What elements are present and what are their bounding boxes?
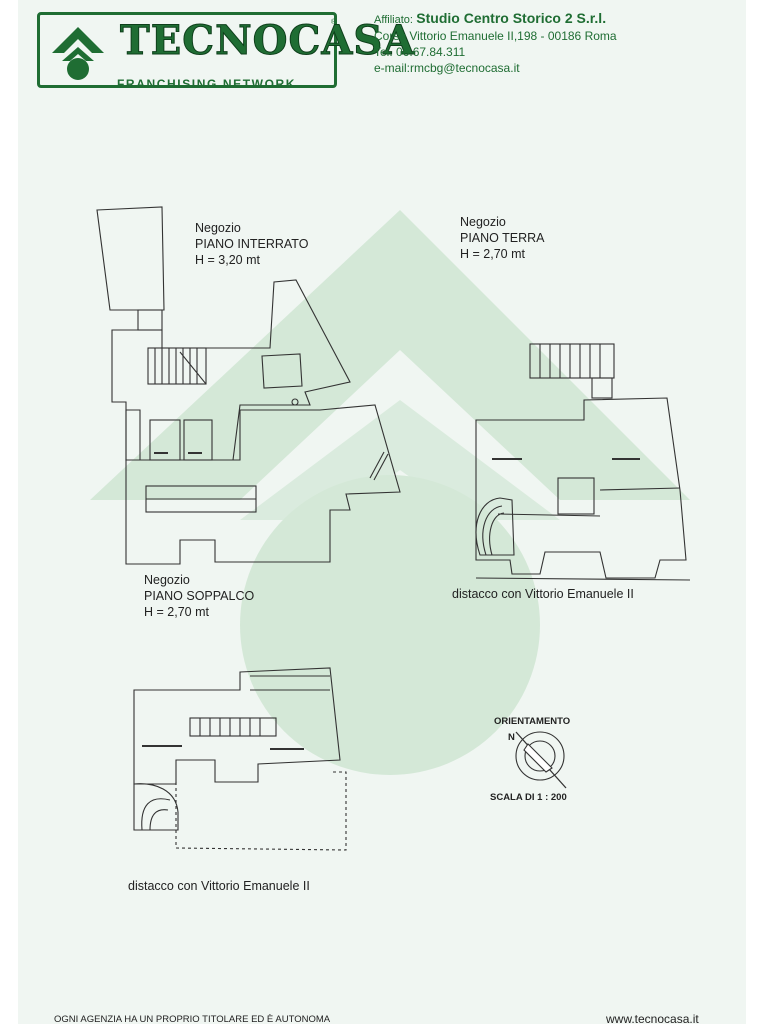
- terra-label: Negozio PIANO TERRA H = 2,70 mt: [460, 214, 545, 262]
- soppalco-label: Negozio PIANO SOPPALCO H = 2,70 mt: [144, 572, 254, 620]
- affiliate-phone: Tel. 06.67.84.311: [374, 45, 466, 59]
- terra-level: PIANO TERRA: [460, 231, 545, 245]
- house-logo-icon: [52, 27, 104, 80]
- interrato-level: PIANO INTERRATO: [195, 237, 309, 251]
- scale-label: SCALA DI 1 : 200: [490, 792, 567, 803]
- compass-icon: [515, 731, 567, 789]
- interrato-type: Negozio: [195, 221, 241, 235]
- logo-text: TECNOCASA: [119, 17, 416, 65]
- affiliate-label: Affiliato:: [374, 14, 413, 26]
- terra-height: H = 2,70 mt: [460, 247, 525, 261]
- room-annotations: [142, 452, 640, 750]
- soppalco-level: PIANO SOPPALCO: [144, 589, 255, 603]
- orientation-label: ORIENTAMENTO: [494, 716, 571, 727]
- affiliate-info: Affiliato: Studio Centro Storico 2 S.r.l…: [374, 10, 617, 76]
- plan-soppalco: [133, 667, 347, 851]
- footer-disclaimer: OGNI AGENZIA HA UN PROPRIO TITOLARE ED È…: [54, 1014, 331, 1024]
- soppalco-type: Negozio: [144, 573, 190, 587]
- affiliate-name: Studio Centro Storico 2 S.r.l.: [416, 10, 607, 26]
- footer-website: www.tecnocasa.it: [606, 1012, 699, 1024]
- plan-interrato: [96, 206, 401, 565]
- interrato-height: H = 3,20 mt: [195, 253, 260, 267]
- terra-type: Negozio: [460, 215, 506, 229]
- soppalco-street-note: distacco con Vittorio Emanuele II: [128, 879, 310, 893]
- interrato-label: Negozio PIANO INTERRATO H = 3,20 mt: [195, 220, 308, 268]
- tecnocasa-logo: TECNOCASA ®: [37, 12, 415, 88]
- north-label: N: [508, 732, 515, 743]
- plan-terra: [475, 343, 691, 581]
- affiliate-address: Corso Vittorio Emanuele II,198 - 00186 R…: [374, 29, 617, 43]
- affiliate-email: e-mail:rmcbg@tecnocasa.it: [374, 61, 520, 75]
- terra-street-note: distacco con Vittorio Emanuele II: [452, 587, 634, 601]
- registered-mark: ®: [331, 19, 337, 26]
- soppalco-height: H = 2,70 mt: [144, 605, 209, 619]
- logo-subtitle: FRANCHISING NETWORK: [117, 77, 297, 91]
